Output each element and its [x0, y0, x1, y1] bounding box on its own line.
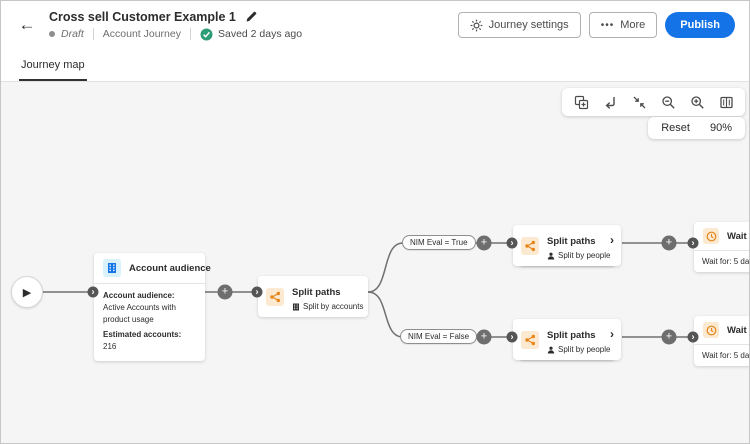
- add-node-button[interactable]: +: [661, 235, 677, 251]
- branch-label-true[interactable]: NIM Eval = True: [402, 235, 476, 250]
- node-entry-port[interactable]: ›: [87, 286, 99, 298]
- journey-start-node[interactable]: ▶: [11, 276, 43, 308]
- publish-button[interactable]: Publish: [665, 12, 735, 38]
- expand-chevron-icon[interactable]: ›: [610, 233, 614, 247]
- divider: [694, 344, 749, 345]
- split-paths-icon: [521, 330, 539, 349]
- chevron-right-icon: ›: [691, 237, 695, 247]
- back-arrow-icon: ←: [18, 15, 36, 34]
- detail-value: Active Accounts with product usage: [103, 303, 176, 324]
- more-label: More: [620, 19, 646, 31]
- node-details: Wait for: 5 days: [702, 351, 749, 360]
- chevron-right-icon: ›: [510, 237, 514, 247]
- plus-icon: +: [665, 330, 673, 343]
- node-subtitle: Split by accounts: [303, 302, 364, 311]
- journey-settings-label: Journey settings: [488, 19, 569, 31]
- plus-icon: +: [221, 285, 229, 298]
- node-title: Split paths: [547, 330, 596, 341]
- split-paths-icon: [266, 287, 284, 306]
- detail-label: Estimated accounts:: [103, 330, 182, 339]
- node-entry-port[interactable]: ›: [251, 286, 263, 298]
- node-subtitle: Split by people: [558, 251, 611, 260]
- duplicate-node-icon[interactable]: [570, 93, 592, 111]
- node-entry-port[interactable]: ›: [506, 331, 518, 343]
- add-node-button[interactable]: +: [661, 329, 677, 345]
- node-title: Split paths: [292, 287, 341, 298]
- divider: [92, 28, 94, 40]
- saved-status-text: Saved 2 days ago: [217, 28, 303, 40]
- wait-bottom-node[interactable]: Wait Wait for: 5 days: [694, 316, 749, 366]
- canvas-toolbar: [562, 88, 745, 116]
- detail-value: 216: [103, 342, 117, 351]
- chevron-right-icon: ›: [91, 286, 95, 296]
- branch-label-false[interactable]: NIM Eval = False: [400, 329, 478, 344]
- wait-top-node[interactable]: Wait Wait for: 5 days: [694, 222, 749, 272]
- zoom-controls: Reset 90%: [648, 117, 745, 139]
- account-audience-icon: [103, 259, 121, 277]
- zoom-in-icon[interactable]: [686, 93, 708, 111]
- split-paths-people-top-node[interactable]: Split paths Split by people ›: [513, 225, 621, 266]
- minimap-icon[interactable]: [715, 93, 737, 111]
- clock-icon: [703, 322, 719, 338]
- more-dots-icon: •••: [600, 19, 615, 31]
- more-button[interactable]: ••• More: [588, 12, 658, 38]
- divider: [694, 250, 749, 251]
- node-entry-port[interactable]: ›: [687, 331, 699, 343]
- plus-icon: +: [480, 236, 488, 249]
- plus-icon: +: [480, 330, 488, 343]
- divider: [189, 28, 191, 40]
- node-title: Split paths: [547, 236, 596, 247]
- node-title: Wait: [727, 230, 747, 242]
- node-title: Wait: [727, 324, 747, 336]
- node-entry-port[interactable]: ›: [506, 237, 518, 249]
- chevron-right-icon: ›: [255, 286, 259, 296]
- node-details: Wait for: 5 days: [702, 257, 749, 266]
- plus-icon: +: [665, 236, 673, 249]
- add-node-button[interactable]: +: [476, 235, 492, 251]
- reset-zoom-button[interactable]: Reset: [661, 122, 690, 134]
- title-block: Cross sell Customer Example 1 Draft Acco…: [49, 10, 302, 41]
- status-dot-icon: [49, 31, 55, 37]
- add-node-button[interactable]: +: [476, 329, 492, 345]
- chevron-right-icon: ›: [510, 331, 514, 341]
- split-paths-icon: [521, 236, 539, 255]
- expand-chevron-icon[interactable]: ›: [610, 327, 614, 341]
- reroute-arrow-icon[interactable]: [599, 93, 621, 111]
- chevron-right-icon: ›: [691, 331, 695, 341]
- journey-canvas[interactable]: Reset 90% ▶ Account audience Account aud…: [1, 82, 749, 443]
- detail-label: Account audience:: [103, 291, 175, 300]
- add-node-button[interactable]: +: [217, 284, 233, 300]
- collapse-icon[interactable]: [628, 93, 650, 111]
- status-badge: Draft: [61, 28, 84, 40]
- journey-settings-button[interactable]: Journey settings: [457, 12, 581, 38]
- split-paths-people-bottom-node[interactable]: Split paths Split by people ›: [513, 319, 621, 360]
- person-icon: [547, 346, 555, 354]
- node-entry-port[interactable]: ›: [687, 237, 699, 249]
- node-subtitle: Split by people: [558, 345, 611, 354]
- node-title: Account audience: [129, 262, 211, 274]
- header: ← Cross sell Customer Example 1 Draft Ac…: [1, 1, 749, 49]
- edit-pencil-icon[interactable]: [245, 10, 258, 23]
- node-details: Account audience: Active Accounts with p…: [94, 284, 205, 361]
- split-paths-accounts-node[interactable]: Split paths Split by accounts: [258, 276, 368, 317]
- saved-check-icon: [200, 28, 213, 41]
- zoom-level-value[interactable]: 90%: [709, 122, 732, 134]
- gear-icon: [470, 19, 483, 32]
- person-icon: [547, 252, 555, 260]
- play-icon: ▶: [22, 286, 32, 299]
- journey-type-label: Account Journey: [102, 28, 181, 40]
- clock-icon: [703, 228, 719, 244]
- divider: [94, 283, 205, 284]
- tab-bar: Journey map: [1, 49, 749, 82]
- zoom-out-icon[interactable]: [657, 93, 679, 111]
- accounts-icon: [292, 303, 300, 311]
- back-button[interactable]: ←: [15, 13, 39, 37]
- account-audience-node[interactable]: Account audience Account audience: Activ…: [94, 253, 211, 361]
- tab-journey-map[interactable]: Journey map: [19, 59, 87, 81]
- journey-meta: Draft Account Journey Saved 2 days ago: [49, 28, 302, 41]
- page-title: Cross sell Customer Example 1: [49, 9, 236, 24]
